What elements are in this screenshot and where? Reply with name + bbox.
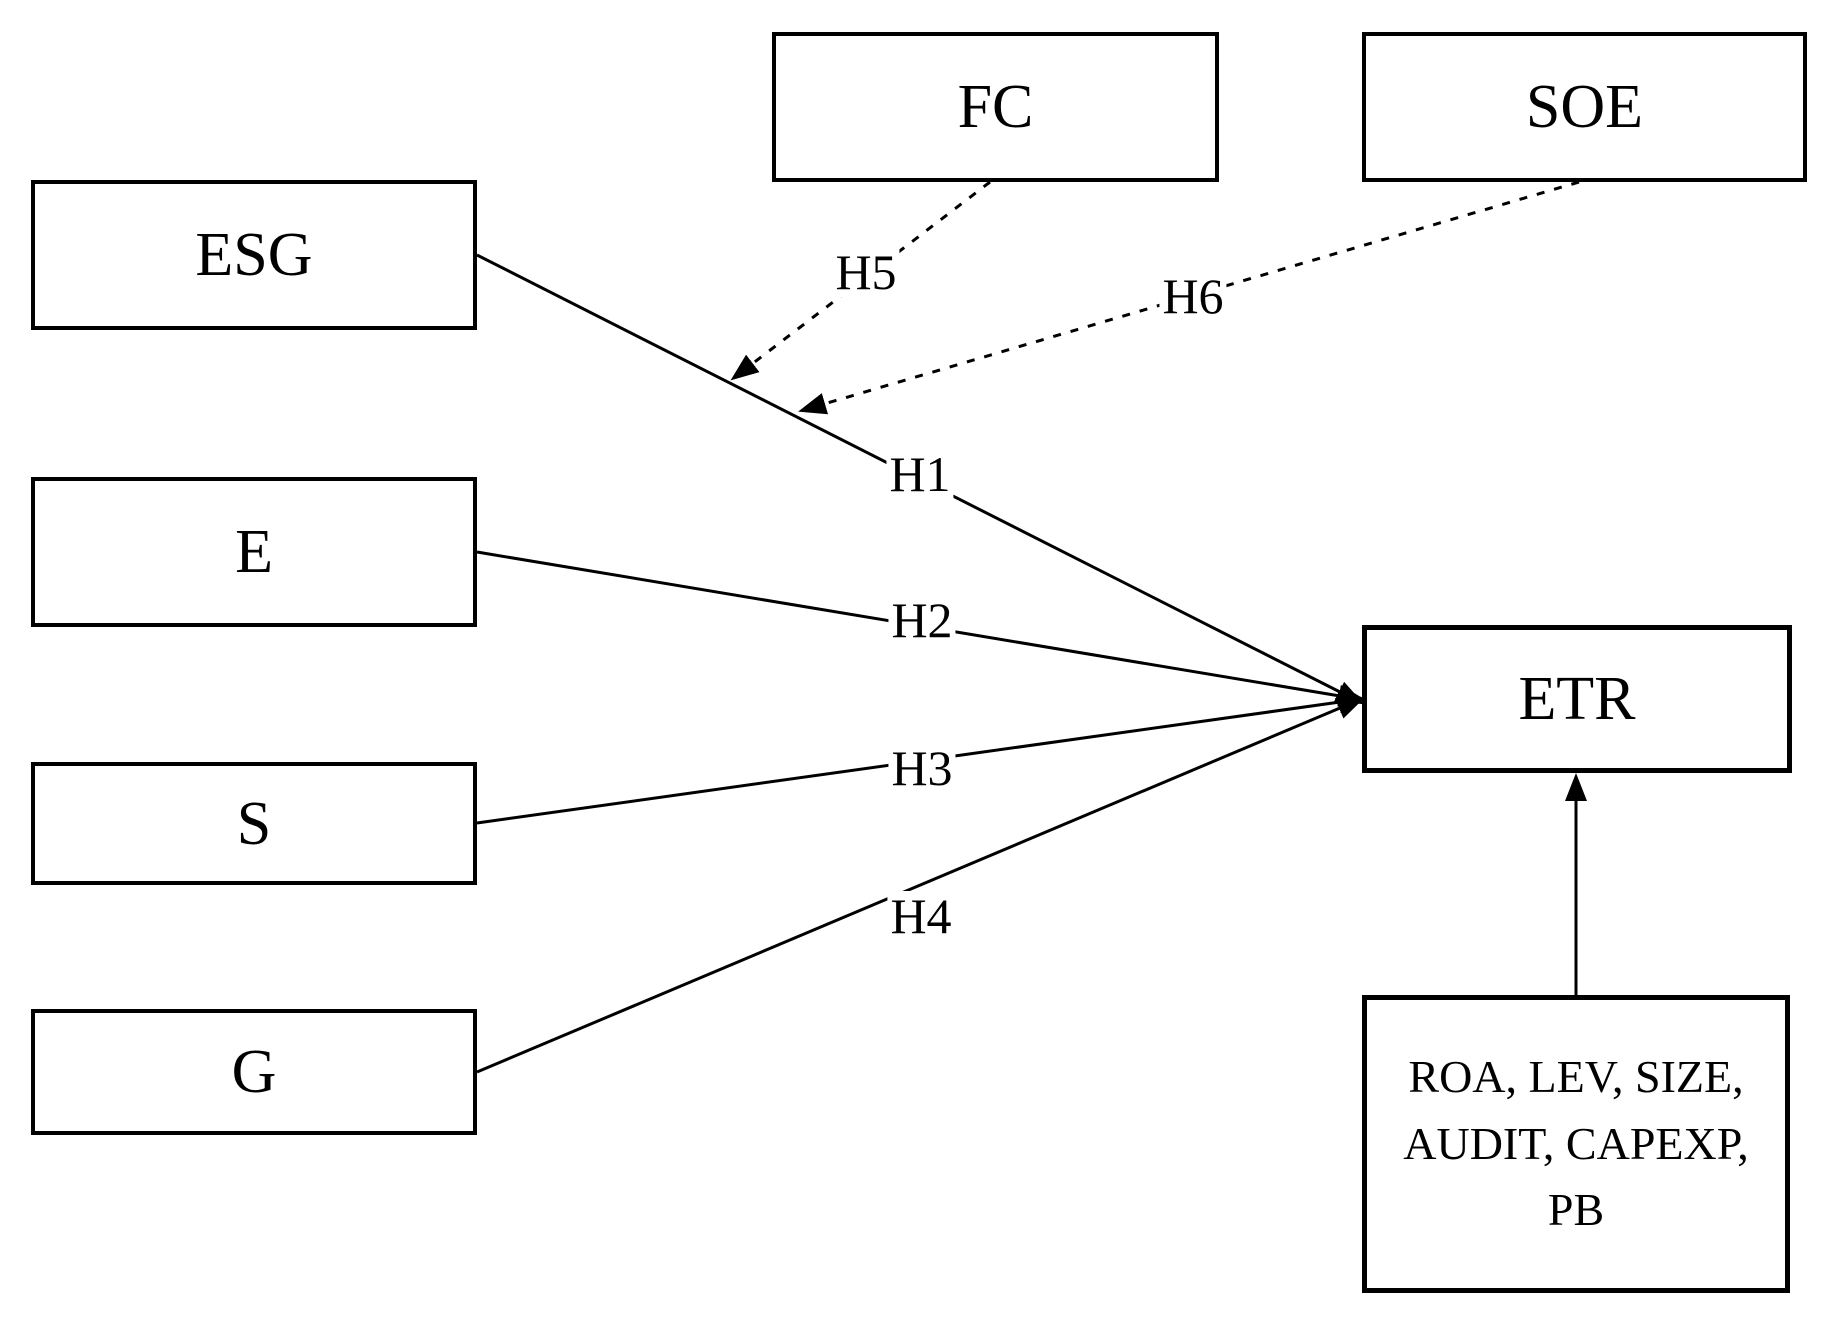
node-etr: ETR: [1362, 625, 1792, 773]
edge-label-h5: H5: [832, 247, 900, 297]
edge-h4-arrow: [476, 697, 1365, 1074]
node-g: G: [31, 1009, 477, 1135]
node-fc: FC: [772, 32, 1219, 182]
node-s: S: [31, 762, 477, 885]
edge-label-h6: H6: [1159, 271, 1227, 321]
node-etr-label: ETR: [1518, 665, 1636, 733]
node-soe: SOE: [1362, 32, 1807, 182]
edge-label-h3: H3: [888, 743, 956, 793]
node-control-variables-label: ROA, LEV, SIZE, AUDIT, CAPEXP, PB: [1403, 1050, 1749, 1236]
node-e: E: [31, 477, 477, 627]
node-s-label: S: [236, 789, 272, 858]
node-e-label: E: [235, 518, 273, 586]
node-soe-label: SOE: [1525, 73, 1644, 141]
node-esg-label: ESG: [195, 221, 313, 289]
edge-label-h2: H2: [888, 595, 956, 645]
edge-label-h4: H4: [887, 891, 955, 941]
edge-label-h1: H1: [886, 449, 954, 499]
node-fc-label: FC: [957, 73, 1034, 141]
edge-h6-dashed-arrow: [798, 180, 1580, 415]
node-esg: ESG: [31, 180, 477, 330]
node-g-label: G: [231, 1038, 277, 1106]
node-control-variables: ROA, LEV, SIZE, AUDIT, CAPEXP, PB: [1362, 995, 1790, 1293]
